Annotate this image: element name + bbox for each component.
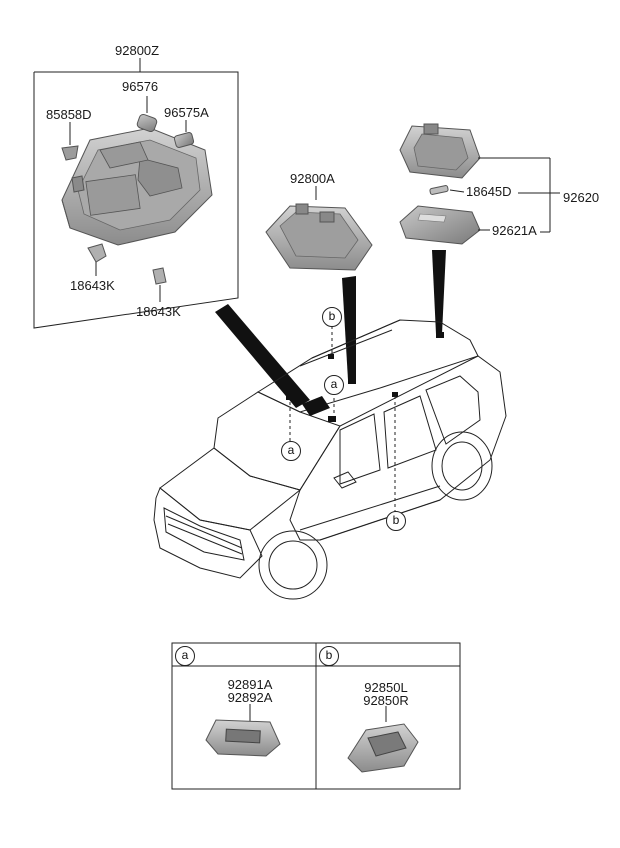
bulb-18645D-part <box>429 185 465 195</box>
callout-b-bottom: b <box>386 511 406 531</box>
roof-lamp-markers <box>286 332 444 422</box>
label-18643K-right: 18643K <box>136 304 181 319</box>
label-92800Z: 92800Z <box>115 43 160 58</box>
table-b-part-1: 92850L <box>364 680 408 695</box>
table-a-part-2: 92892A <box>227 690 273 705</box>
socket-18643K-left-part <box>87 243 107 276</box>
screw-85858D-part <box>61 122 85 193</box>
label-92800A: 92800A <box>290 171 335 186</box>
bracket-92620 <box>478 157 560 233</box>
detail-b-part <box>347 706 419 773</box>
socket-18643K-right-part <box>152 267 167 302</box>
bulb-96575A-part <box>173 120 195 148</box>
overhead-console-part <box>61 127 213 246</box>
detail-a-part <box>205 704 281 757</box>
label-18643K-left: 18643K <box>70 278 115 293</box>
detail-table <box>171 642 461 790</box>
bulb-96576-part <box>136 96 158 133</box>
callout-a-top: a <box>324 375 344 395</box>
table-b-part-2: 92850R <box>363 693 409 708</box>
label-96575A: 96575A <box>164 105 209 120</box>
label-85858D: 85858D <box>46 107 92 122</box>
lens-92621A-part <box>399 205 490 245</box>
callout-a-bottom: a <box>281 441 301 461</box>
label-96576: 96576 <box>122 79 159 94</box>
table-callout-b: b <box>319 646 339 666</box>
assembly-92800Z-box <box>33 58 239 329</box>
table-callout-a: a <box>175 646 195 666</box>
callout-b-top: b <box>322 307 342 327</box>
leader-wedges <box>215 250 446 408</box>
label-18645D: 18645D <box>466 184 512 199</box>
room-lamp-92620-part <box>399 123 481 179</box>
callout-leaders <box>289 326 396 512</box>
label-92621A: 92621A <box>492 223 537 238</box>
vehicle-illustration <box>153 319 507 600</box>
label-92620: 92620 <box>563 190 600 205</box>
table-a-part-1: 92891A <box>227 677 273 692</box>
map-lamp-92800A-part <box>265 186 373 271</box>
